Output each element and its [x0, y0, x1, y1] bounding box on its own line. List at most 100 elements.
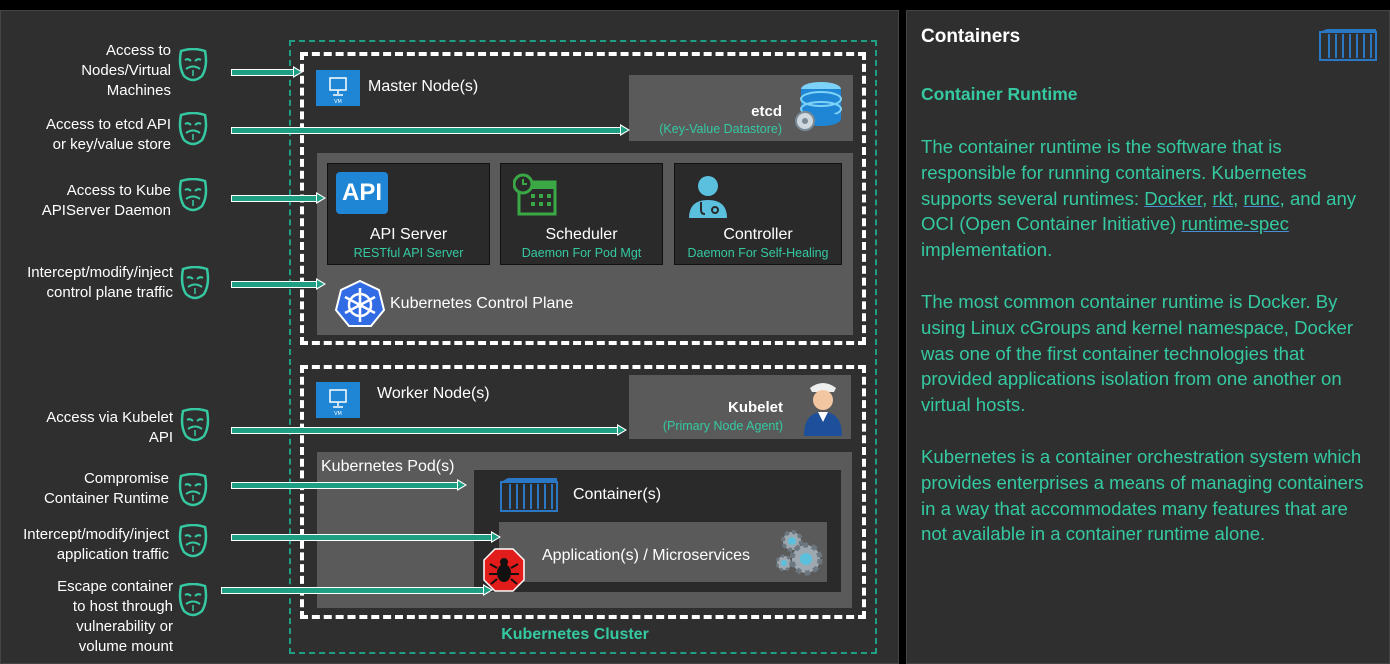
container-label: Container(s)	[573, 486, 662, 503]
attack-arrow	[231, 195, 317, 202]
attack-arrow	[231, 69, 294, 76]
para-text: ,	[1233, 187, 1244, 209]
doctor-icon	[689, 176, 727, 218]
worker-node-boundary	[300, 365, 866, 619]
para-text: , and any OCI (Open Container Initiative…	[921, 187, 1357, 235]
attack-arrow	[231, 534, 492, 541]
attack-label-line: to host through	[72, 598, 173, 615]
attack-label-line: API	[148, 429, 173, 446]
para-text: The container runtime is the software th…	[921, 136, 1307, 209]
api-server-card[interactable]: API API Server RESTful API Server	[327, 163, 490, 265]
kubelet-subtitle: (Primary Node Agent)	[662, 419, 783, 433]
para-text: implementation.	[921, 239, 1053, 261]
attack-arrow	[231, 281, 317, 288]
api-badge-icon: API	[336, 172, 388, 214]
api-server-title: API Server	[369, 226, 448, 243]
etcd-subtitle: (Key-Value Datastore)	[659, 122, 782, 136]
attack-arrow	[231, 127, 621, 134]
attack-label-line: application traffic	[56, 546, 169, 563]
controller-subtitle: Daemon For Self-Healing	[687, 246, 829, 260]
link-runtime-spec[interactable]: runtime-spec	[1181, 213, 1289, 235]
kubernetes-logo-icon	[335, 280, 385, 327]
master-node-label: Master Node(s)	[368, 78, 479, 95]
scheduler-card[interactable]: Scheduler Daemon For Pod Mgt	[500, 163, 663, 265]
cluster-boundary	[289, 40, 877, 654]
attacker-mask-icon	[180, 407, 210, 444]
cluster-label: Kubernetes Cluster	[501, 626, 649, 643]
attack-label: Intercept/modify/inject control plane tra…	[27, 263, 173, 303]
controller-card[interactable]: Controller Daemon For Self-Healing	[674, 163, 842, 265]
calendar-clock-icon	[513, 173, 557, 216]
link-runc[interactable]: runc	[1243, 187, 1280, 209]
attack-label: Escape container to host through vulnerabi…	[57, 577, 173, 657]
container-icon	[500, 478, 558, 512]
application-box	[499, 522, 827, 582]
attack-label-line: Nodes/Virtual	[81, 62, 171, 79]
controller-title: Controller	[723, 226, 793, 243]
attack-arrow-head	[483, 584, 493, 596]
attack-label: Access to etcd API or key/value store	[46, 115, 171, 155]
attacker-mask-icon	[178, 582, 208, 619]
attacker-mask-icon	[178, 472, 208, 509]
database-icon	[795, 82, 842, 131]
malware-bug-icon	[483, 548, 525, 592]
agent-icon	[804, 383, 842, 436]
paragraph-kubernetes: Kubernetes is a container orchestration …	[921, 446, 1364, 545]
attack-label-line: vulnerability or	[76, 618, 173, 635]
attack-arrow-head	[457, 479, 467, 491]
scheduler-subtitle: Daemon For Pod Mgt	[521, 246, 642, 260]
svg-text:VM: VM	[334, 99, 342, 105]
attack-label-line: Intercept/modify/inject	[27, 264, 173, 281]
kubelet-title: Kubelet	[727, 399, 783, 416]
control-plane-label: Kubernetes Control Plane	[390, 295, 574, 312]
etcd-title: etcd	[751, 103, 782, 120]
para-text: ,	[1202, 187, 1213, 209]
attack-label-line: Compromise	[83, 470, 169, 487]
attack-label-line: Access to etcd API	[45, 116, 171, 133]
attacker-mask-icon	[180, 265, 210, 302]
attacker-mask-icon	[178, 523, 208, 560]
attack-arrow	[231, 482, 458, 489]
attacker-mask-icon	[178, 111, 208, 148]
attack-label-line: Access to	[105, 42, 171, 59]
api-server-subtitle: RESTful API Server	[353, 246, 464, 260]
worker-node-label: Worker Node(s)	[377, 385, 490, 402]
node-vm-icon: VM	[316, 382, 360, 418]
link-docker[interactable]: Docker	[1144, 187, 1203, 209]
attack-arrow-head	[491, 531, 501, 543]
pod-label: Kubernetes Pod(s)	[321, 458, 455, 475]
scheduler-title: Scheduler	[545, 226, 618, 243]
container-icon	[1319, 29, 1377, 61]
svg-text:VM: VM	[334, 411, 342, 417]
paragraph-docker: The most common container runtime is Doc…	[921, 291, 1354, 416]
attack-label-line: Access to Kube	[66, 182, 171, 199]
node-vm-icon: VM	[316, 70, 360, 106]
info-panel	[906, 10, 1390, 664]
link-rkt[interactable]: rkt	[1212, 187, 1234, 209]
attack-arrow-head	[316, 192, 326, 204]
gears-icon	[775, 530, 823, 576]
attack-label-line: control plane traffic	[46, 284, 173, 301]
sidebar-title: Containers	[921, 26, 1021, 47]
paragraph-runtime: The container runtime is the software th…	[921, 134, 1371, 263]
attack-arrow-head	[316, 278, 326, 290]
attack-label-line: Container Runtime	[43, 490, 169, 507]
attacker-mask-icon	[178, 177, 208, 214]
attack-label-line: volume mount	[78, 638, 173, 655]
attack-label-line: Access via Kubelet	[46, 409, 173, 426]
attack-arrow	[231, 427, 618, 434]
attack-arrow-head	[620, 124, 630, 136]
attack-arrow-head	[293, 66, 303, 78]
application-label: Application(s) / Microservices	[542, 547, 751, 564]
attack-label-line: Escape container	[57, 578, 173, 595]
attacker-mask-icon	[178, 47, 208, 84]
attack-label-line: or key/value store	[52, 136, 171, 153]
attack-label-line: Machines	[106, 82, 171, 99]
sidebar-subtitle: Container Runtime	[921, 84, 1078, 104]
attack-label-line: APIServer Daemon	[41, 202, 171, 219]
